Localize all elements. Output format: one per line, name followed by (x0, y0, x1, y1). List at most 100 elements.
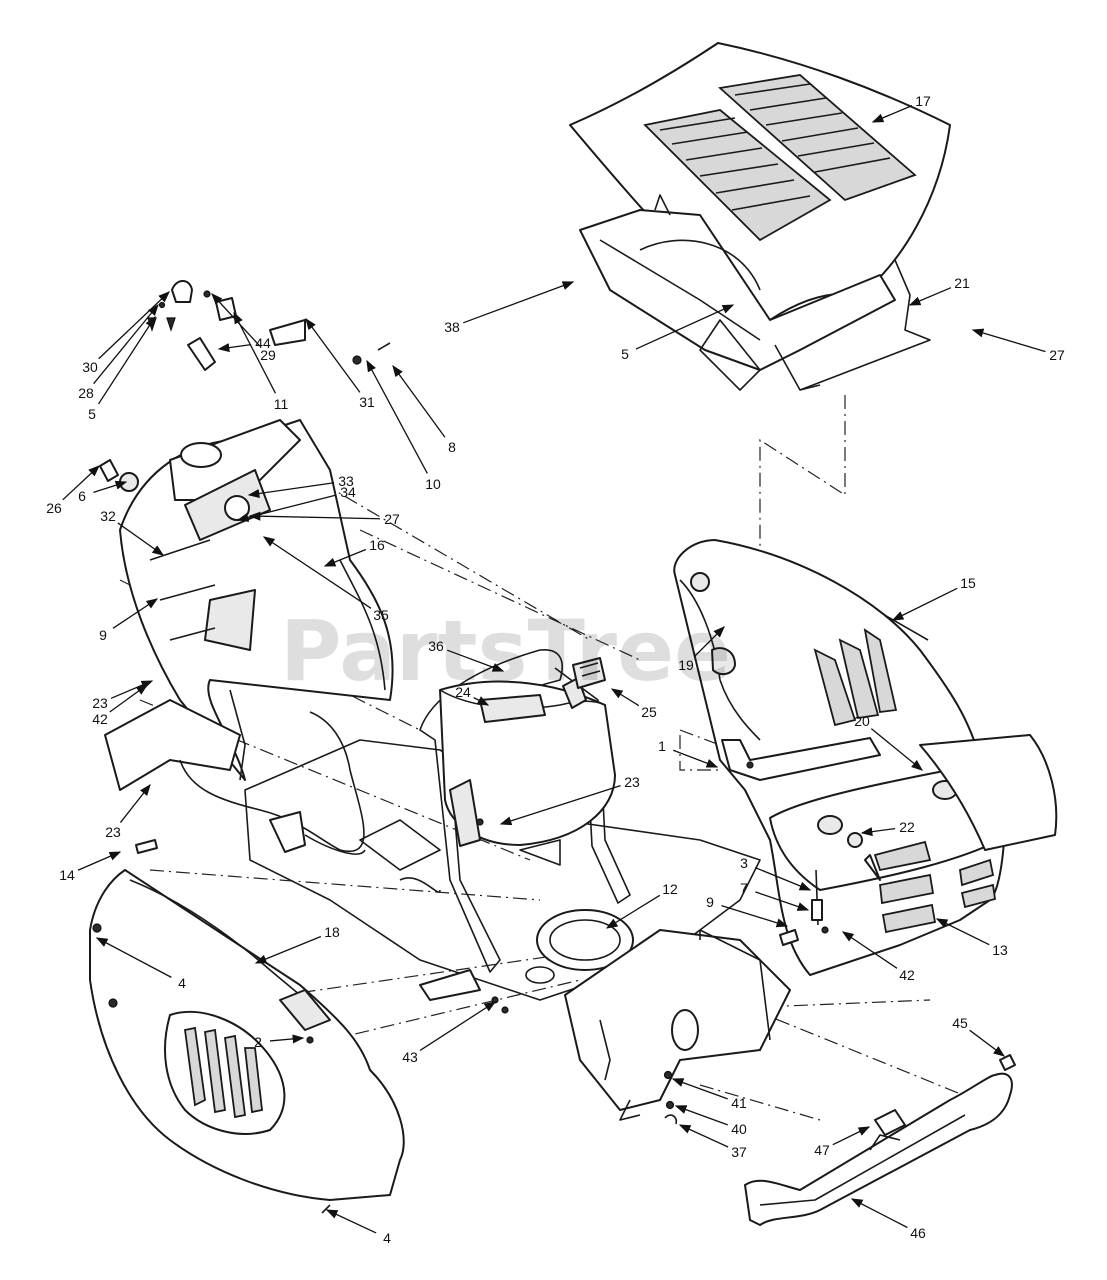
callout-label: 20 (854, 713, 870, 729)
callout-25: 25 (610, 688, 657, 720)
callout-label: 34 (340, 484, 356, 500)
callout-label: 29 (260, 347, 276, 363)
callout-label: 15 (960, 575, 976, 591)
callout-leader-arrow (325, 1209, 377, 1234)
dash-panel (119, 319, 394, 781)
callout-43: 43 (402, 1001, 497, 1065)
fuel-tank (439, 677, 616, 847)
hood (569, 42, 951, 321)
callout-leader-arrow (755, 891, 810, 911)
callout-leader-arrow (262, 536, 372, 609)
callout-leader-arrow (605, 894, 661, 929)
callout-label: 37 (731, 1144, 747, 1160)
hood-tray (579, 194, 896, 391)
callout-label: 21 (954, 275, 970, 291)
callout-leader-arrow (95, 937, 172, 978)
callout-leader-arrow (323, 548, 367, 567)
callout-9: 9 (99, 598, 159, 643)
callout-leader-arrow (754, 866, 812, 891)
callout-27: 27 (248, 511, 400, 527)
callout-1: 1 (658, 738, 719, 768)
callout-44: 44 (217, 335, 271, 353)
callout-leader-arrow (870, 728, 924, 771)
callout-32: 32 (100, 508, 165, 556)
callout-30: 30 (82, 291, 170, 375)
hood-support-rod (774, 259, 931, 391)
callout-label: 9 (706, 894, 714, 910)
callout-label: 19 (678, 657, 694, 673)
bolt-washer (352, 342, 391, 365)
callout-14: 14 (59, 851, 122, 883)
callout-label: 35 (373, 607, 389, 623)
callout-leader-arrow (841, 931, 898, 969)
callout-leader-arrow (419, 1001, 497, 1052)
callout-10: 10 (366, 359, 441, 492)
callout-label: 1 (658, 738, 666, 754)
callout-27: 27 (971, 328, 1065, 363)
callout-leader-arrow (119, 783, 151, 823)
callout-label: 7 (740, 880, 748, 896)
callout-leader-arrow (832, 1126, 871, 1146)
callout-46: 46 (850, 1198, 926, 1241)
callout-6: 6 (78, 480, 128, 504)
callout-label: 30 (82, 359, 98, 375)
callout-20: 20 (854, 713, 924, 771)
callout-8: 8 (392, 364, 456, 455)
callout-45: 45 (952, 1015, 1006, 1057)
callout-leader-arrow (721, 904, 789, 928)
callout-label: 46 (910, 1225, 926, 1241)
callout-label: 6 (78, 488, 86, 504)
small-hardware-bottom (306, 996, 1016, 1214)
callout-leader-arrow (112, 598, 159, 629)
callout-leader-arrow (891, 587, 958, 621)
callout-label: 9 (99, 627, 107, 643)
front-bumper (744, 1072, 1013, 1226)
callout-16: 16 (323, 537, 385, 567)
callout-23: 23 (499, 774, 640, 826)
callout-42: 42 (841, 931, 915, 983)
callout-label: 47 (814, 1142, 830, 1158)
callout-leader-arrow (850, 1198, 908, 1229)
callout-label: 42 (899, 967, 915, 983)
callout-leader-arrow (674, 1105, 728, 1126)
callout-21: 21 (908, 275, 970, 306)
callout-label: 24 (455, 684, 471, 700)
callout-41: 41 (671, 1078, 747, 1111)
callout-5: 5 (88, 315, 156, 422)
callout-2: 2 (254, 1034, 305, 1050)
callout-label: 36 (428, 638, 444, 654)
callout-label: 11 (274, 396, 289, 412)
callout-42: 42 (92, 684, 149, 727)
callout-37: 37 (678, 1124, 747, 1160)
callout-38: 38 (444, 281, 575, 335)
callout-leader-arrow (678, 1124, 729, 1148)
callout-label: 40 (731, 1121, 747, 1137)
callout-5: 5 (621, 304, 735, 362)
callout-label: 25 (641, 704, 657, 720)
small-hardware-top-left (147, 280, 237, 371)
callout-7: 7 (740, 880, 810, 911)
callout-leader-arrow (871, 105, 913, 123)
callout-label: 42 (92, 711, 108, 727)
callout-leader-arrow (908, 287, 952, 306)
fasteners-right (779, 869, 829, 946)
callout-leader-arrow (233, 311, 277, 394)
callout-leader-arrow (305, 317, 361, 393)
callout-label: 38 (444, 319, 460, 335)
callout-label: 23 (624, 774, 640, 790)
callout-leader-arrow (935, 918, 990, 946)
callout-label: 3 (740, 855, 748, 871)
callout-4: 4 (95, 937, 186, 991)
callout-19: 19 (678, 626, 725, 673)
callout-36: 36 (428, 638, 505, 672)
callout-11: 11 (233, 311, 289, 412)
callout-label: 26 (46, 500, 62, 516)
callout-label: 43 (402, 1049, 418, 1065)
callout-leader-arrow (694, 626, 725, 657)
callout-40: 40 (674, 1105, 747, 1137)
callout-leader-arrow (98, 291, 170, 360)
callout-13: 13 (935, 918, 1008, 958)
frame-chassis (104, 699, 791, 1121)
callout-label: 23 (92, 695, 108, 711)
callout-leader-arrow (672, 749, 719, 768)
